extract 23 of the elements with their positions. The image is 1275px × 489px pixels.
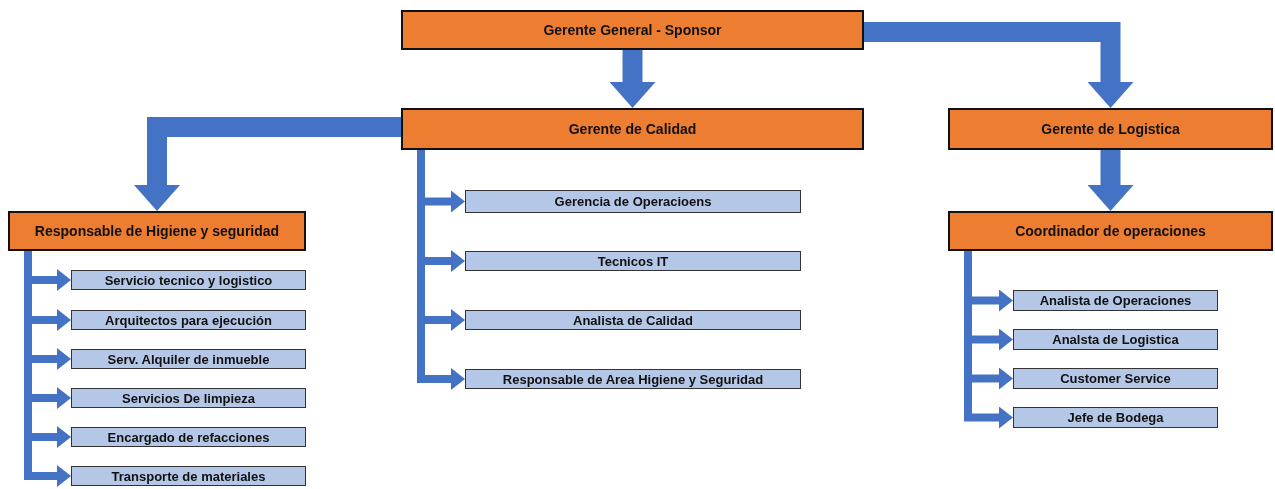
block-arrow <box>1087 150 1134 211</box>
role-box: Arquitectos para ejecución <box>71 310 306 330</box>
role-box: Customer Service <box>1013 368 1218 389</box>
block-arrow <box>134 116 401 211</box>
role-box: Servicio tecnico y logistico <box>71 270 306 290</box>
block-arrow <box>609 50 656 108</box>
role-box: Encargado de refacciones <box>71 427 306 447</box>
role-box: Servicios De limpieza <box>71 388 306 408</box>
manager-box: Coordinador de operaciones <box>948 211 1273 251</box>
role-box: Transporte de materiales <box>71 466 306 486</box>
manager-box: Responsable de Higiene y seguridad <box>8 211 306 251</box>
role-box: Jefe de Bodega <box>1013 407 1218 428</box>
role-box: Tecnicos IT <box>465 251 801 271</box>
manager-box: Gerente de Logistica <box>948 108 1273 150</box>
block-arrow <box>864 22 1134 108</box>
role-box: Analsta de Logistica <box>1013 329 1218 350</box>
role-box: Responsable de Area Higiene y Seguridad <box>465 369 801 389</box>
manager-box: Gerente de Calidad <box>401 108 864 150</box>
manager-box: Gerente General - Sponsor <box>401 10 864 50</box>
role-box: Gerencia de Operacioens <box>465 190 801 213</box>
role-box: Analista de Calidad <box>465 310 801 330</box>
role-box: Analista de Operaciones <box>1013 290 1218 311</box>
role-box: Serv. Alquiler de inmueble <box>71 349 306 369</box>
